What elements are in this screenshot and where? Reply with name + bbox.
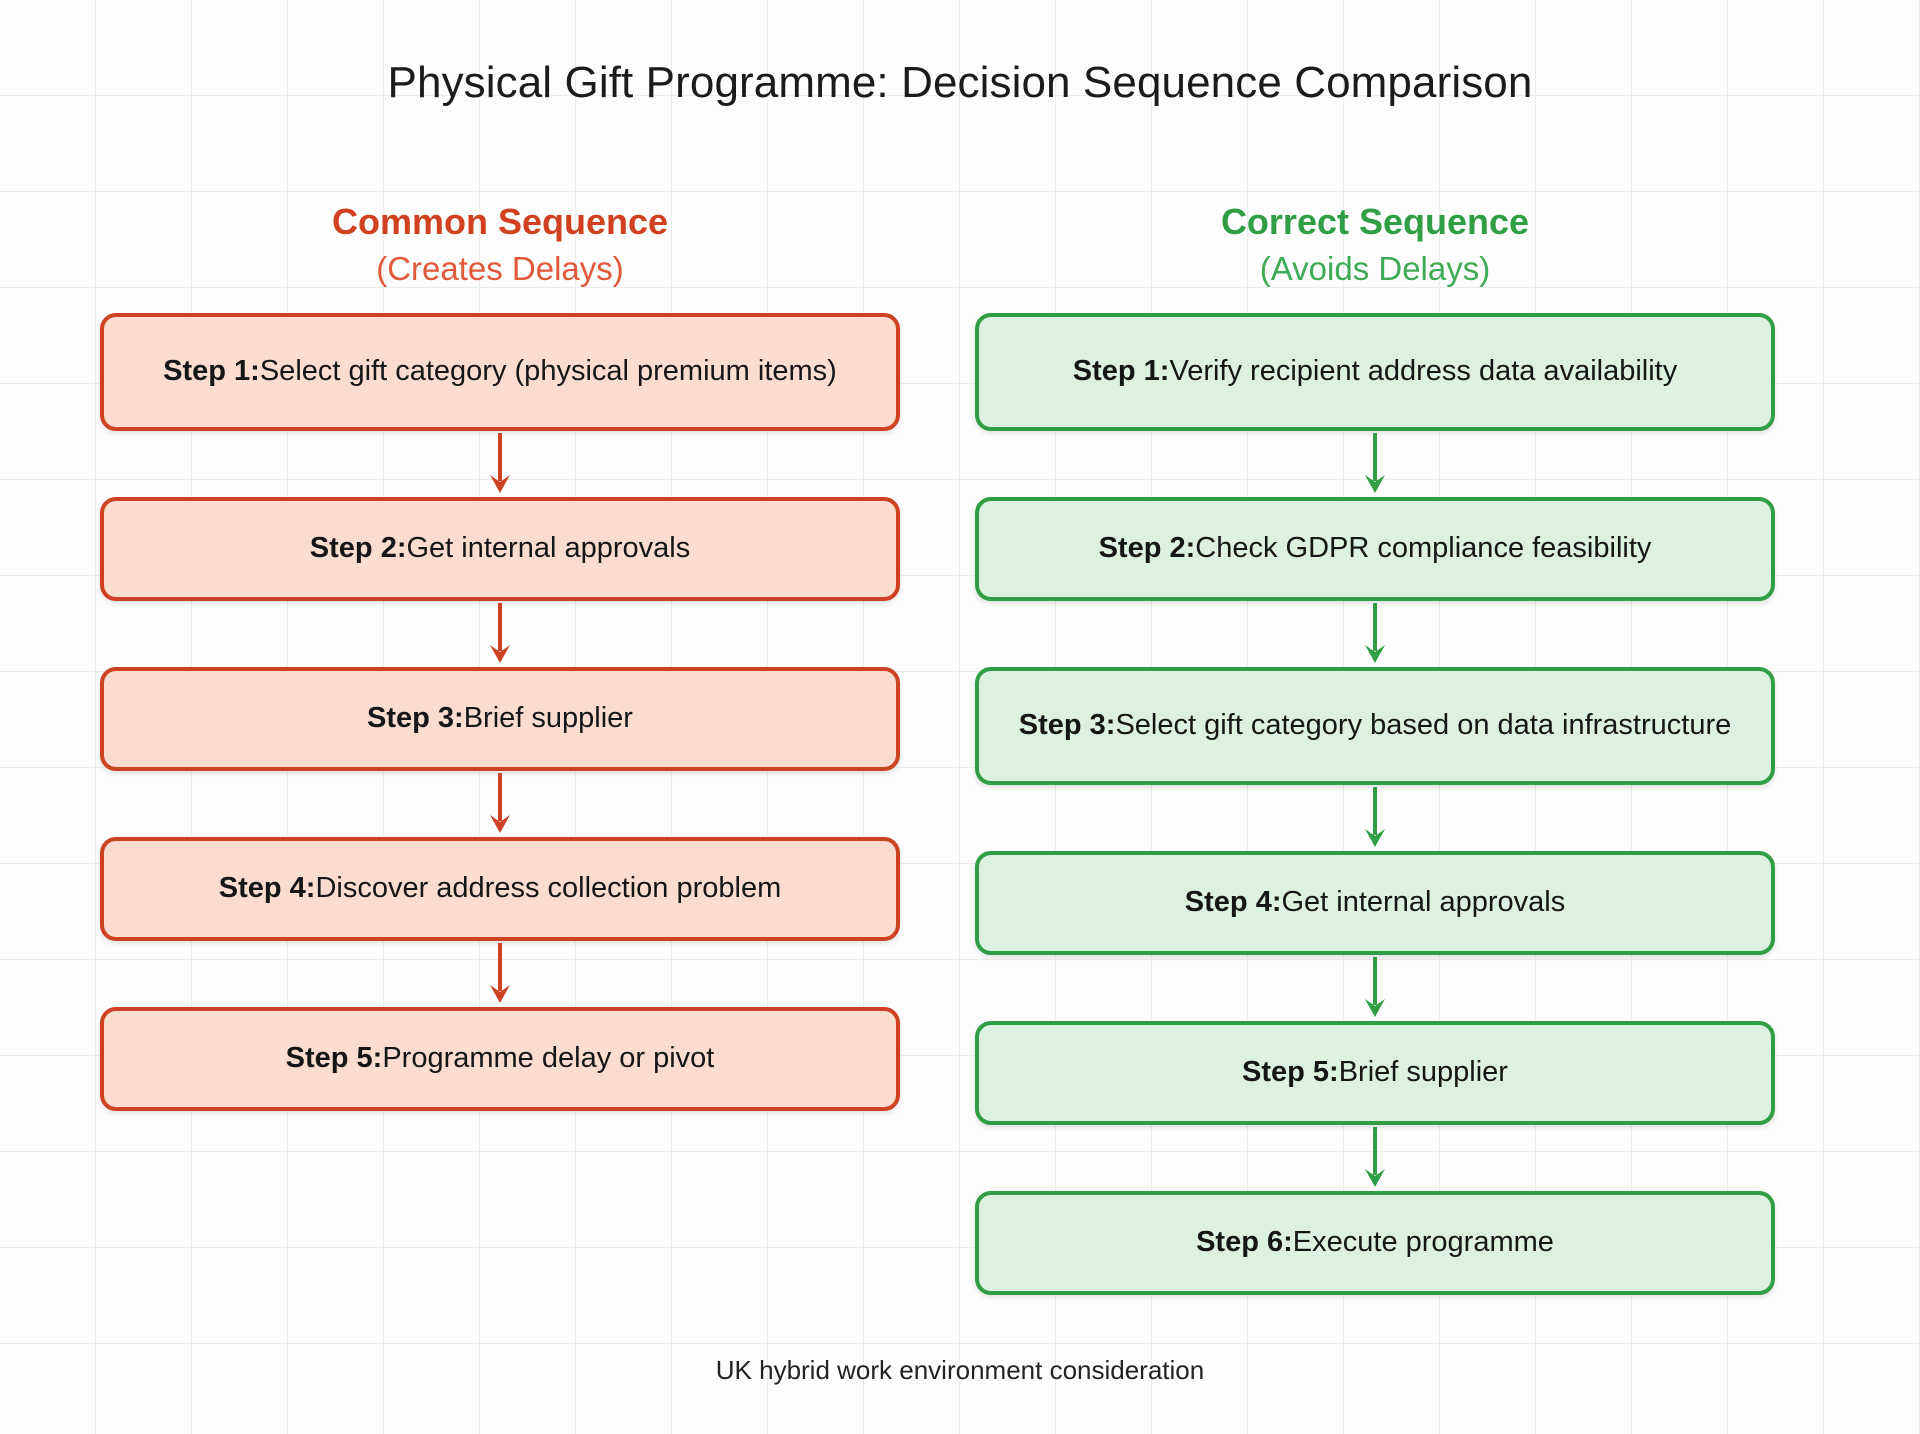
step-text: Get internal approvals [1281,886,1566,919]
step-text: Programme delay or pivot [382,1042,715,1075]
flow-arrow-down-icon [975,1125,1775,1191]
flow-arrow-down-icon [975,431,1775,497]
step-node: Step 1: Verify recipient address data av… [975,312,1775,431]
flow-arrow-down-icon [100,431,900,497]
step-node: Step 5: Programme delay or pivot [100,1006,900,1111]
step-label: Step 2: [1098,532,1196,565]
step-text: Brief supplier [463,702,633,735]
step-label: Step 6: [1196,1226,1293,1259]
step-text: Select gift category based on data infra… [1115,709,1732,742]
step-node: Step 3: Brief supplier [100,666,900,771]
column-correct-sequence: Correct Sequence (Avoids Delays) Step 1:… [975,200,1775,1295]
step-node: Step 4: Discover address collection prob… [100,836,900,941]
column-common-sequence: Common Sequence (Creates Delays) Step 1:… [100,200,900,1295]
flow-arrow-down-icon [100,941,900,1007]
flow-arrow-down-icon [975,955,1775,1021]
step-text: Brief supplier [1338,1056,1508,1089]
step-node: Step 4: Get internal approvals [975,850,1775,955]
step-label: Step 2: [309,532,407,565]
flow-correct: Step 1: Verify recipient address data av… [975,312,1775,1295]
column-header-common: Common Sequence (Creates Delays) [100,200,900,291]
column-subheading-common: (Creates Delays) [376,249,624,287]
column-header-correct: Correct Sequence (Avoids Delays) [975,200,1775,291]
flow-arrow-down-icon [100,601,900,667]
step-text: Check GDPR compliance feasibility [1195,532,1652,565]
page-title: Physical Gift Programme: Decision Sequen… [387,58,1533,107]
step-text: Execute programme [1292,1226,1554,1259]
step-text: Verify recipient address data availabili… [1169,355,1678,388]
flow-arrow-down-icon [975,601,1775,667]
step-label: Step 3: [1018,709,1116,742]
comparison-columns: Common Sequence (Creates Delays) Step 1:… [0,200,1920,1295]
step-text: Select gift category (physical premium i… [259,355,837,388]
column-heading-common: Common Sequence [331,201,669,242]
flow-arrow-down-icon [975,785,1775,851]
step-text: Discover address collection problem [315,872,782,905]
step-text: Get internal approvals [406,532,691,565]
step-label: Step 1: [1072,355,1170,388]
step-label: Step 5: [285,1042,383,1075]
step-node: Step 6: Execute programme [975,1190,1775,1295]
step-node: Step 5: Brief supplier [975,1020,1775,1125]
column-subheading-correct: (Avoids Delays) [1259,249,1491,287]
step-node: Step 3: Select gift category based on da… [975,666,1775,785]
flow-common: Step 1: Select gift category (physical p… [100,312,900,1111]
step-node: Step 1: Select gift category (physical p… [100,312,900,431]
step-label: Step 4: [218,872,316,905]
step-label: Step 1: [163,355,260,388]
step-label: Step 4: [1184,886,1282,919]
step-node: Step 2: Check GDPR compliance feasibilit… [975,496,1775,601]
step-node: Step 2: Get internal approvals [100,496,900,601]
footer-caption: UK hybrid work environment consideration [715,1355,1205,1385]
step-label: Step 5: [1242,1056,1339,1089]
flow-arrow-down-icon [100,771,900,837]
column-heading-correct: Correct Sequence [1220,201,1530,242]
step-label: Step 3: [367,702,464,735]
